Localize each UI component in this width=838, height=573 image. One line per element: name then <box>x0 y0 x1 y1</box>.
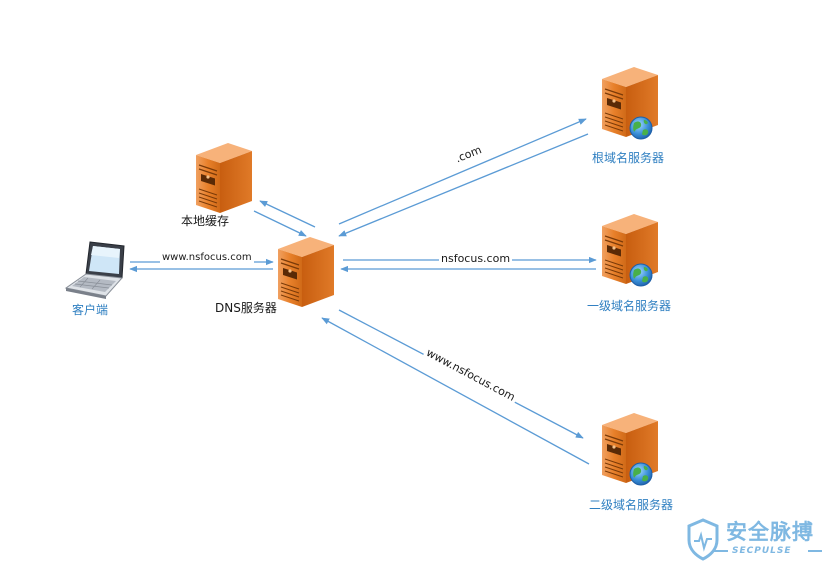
arrow-root-to-dns <box>338 133 589 237</box>
shield-icon <box>687 518 719 561</box>
dns-server-label: DNS服务器 <box>215 301 277 315</box>
arrow-dns-to-cache <box>259 200 316 228</box>
globe-icon <box>629 116 653 140</box>
watermark-dash-left <box>714 550 728 552</box>
tld-edge-label: nsfocus.com <box>439 252 513 265</box>
dns-server-icon <box>277 236 335 308</box>
globe-icon <box>629 462 653 486</box>
client-label: 客户端 <box>72 303 109 317</box>
client-dns-edge-label: www.nsfocus.com <box>160 252 254 264</box>
watermark-dash-right <box>808 550 822 552</box>
globe-icon <box>629 263 653 287</box>
watermark-subtitle: SECPULSE <box>732 546 792 556</box>
watermark: 安全脉搏 SECPULSE <box>686 517 832 563</box>
arrow-cache-to-dns <box>253 210 307 237</box>
arrow-sld-to-dns <box>321 317 590 465</box>
sld-server-label: 二级域名服务器 <box>589 498 674 512</box>
tld-server-label: 一级域名服务器 <box>587 299 672 313</box>
arrow-dns-to-root <box>338 118 587 225</box>
cache-label: 本地缓存 <box>181 214 230 228</box>
watermark-title: 安全脉搏 <box>726 520 814 544</box>
cache-server-icon <box>195 142 253 214</box>
root-server-label: 根域名服务器 <box>592 151 665 165</box>
laptop-icon <box>64 241 125 299</box>
